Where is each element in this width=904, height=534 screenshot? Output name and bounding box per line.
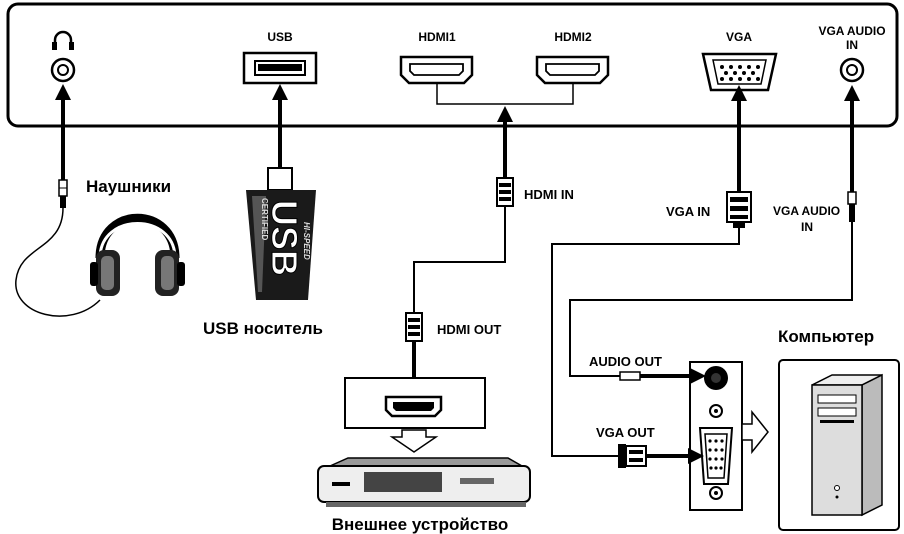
vga-in-plug-icon xyxy=(726,191,752,228)
usb-logo-big: USB xyxy=(264,200,305,276)
usb-stick-icon: CERTIFIED USB HI-SPEED xyxy=(246,167,316,300)
hdmi1-port-label: HDMI1 xyxy=(418,30,456,44)
audio-out-plug-icon xyxy=(619,371,650,381)
audio-out-label: AUDIO OUT xyxy=(589,354,662,369)
hdmi-out-plug-icon xyxy=(405,312,423,342)
vga-out-socket-icon[interactable] xyxy=(698,427,734,485)
computer-label: Компьютер xyxy=(778,327,874,346)
vga-cable xyxy=(551,228,740,457)
hdmi-bracket-line xyxy=(436,83,574,105)
external-device-down-arrow xyxy=(389,429,439,453)
headphone-port[interactable] xyxy=(50,30,76,83)
headphone-cable xyxy=(15,207,101,317)
usb-storage-label: USB носитель xyxy=(203,319,323,338)
headphones-label: Наушники xyxy=(86,177,171,196)
hdmi-in-label: HDMI IN xyxy=(524,187,574,202)
usb-logo-certified: CERTIFIED xyxy=(260,198,269,240)
external-device-label: Внешнее устройство xyxy=(332,515,509,534)
hdmi2-port-label: HDMI2 xyxy=(554,30,592,44)
set-top-box-icon xyxy=(317,457,531,507)
hdmi-out-label: HDMI OUT xyxy=(437,322,501,337)
vga-in-label: VGA IN xyxy=(666,204,710,219)
vga-out-label: VGA OUT xyxy=(596,425,655,440)
headphone-symbol-icon xyxy=(53,30,73,46)
vga-audio-in-port-label-line2: IN xyxy=(846,38,858,52)
headphone-plug-icon xyxy=(58,179,68,208)
screw-icon xyxy=(709,404,723,500)
hdmi-in-plug-icon xyxy=(496,177,514,207)
audio-out-jack-icon[interactable] xyxy=(704,366,728,390)
vga-audio-plug-icon xyxy=(847,191,857,222)
vga-port[interactable]: VGA xyxy=(701,30,778,92)
usb-port[interactable]: USB xyxy=(242,30,318,85)
vga-out-plug-icon xyxy=(618,444,647,468)
headphones-icon xyxy=(90,213,185,296)
external-device-panel xyxy=(344,377,486,429)
vga-audio-in-label-line2: IN xyxy=(801,220,813,234)
hdmi-cable xyxy=(413,206,506,313)
vga-audio-in-port[interactable]: VGA AUDIO IN xyxy=(818,24,886,83)
computer-tower-icon xyxy=(811,373,883,517)
hdmi2-port[interactable]: HDMI2 xyxy=(535,30,610,85)
hdmi1-port[interactable]: HDMI1 xyxy=(399,30,474,85)
usb-port-label: USB xyxy=(267,30,293,44)
panel-to-computer-arrow xyxy=(741,409,769,455)
vga-audio-in-port-label-line1: VGA AUDIO xyxy=(818,24,885,38)
vga-audio-in-label-line1: VGA AUDIO xyxy=(773,204,840,218)
vga-port-label: VGA xyxy=(726,30,752,44)
vga-audio-cable xyxy=(569,222,853,377)
usb-logo-hispeed: HI-SPEED xyxy=(302,222,311,260)
